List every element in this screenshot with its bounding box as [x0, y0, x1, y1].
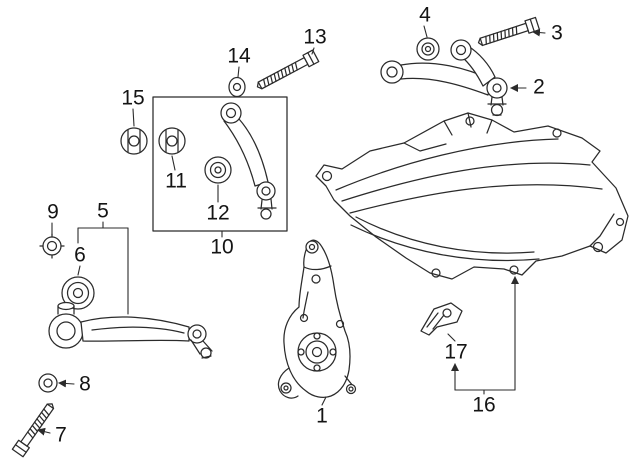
callout-label-5[interactable]: 5: [97, 199, 109, 223]
bushing-6: [61, 276, 95, 310]
callout-label-3[interactable]: 3: [551, 21, 563, 45]
boxed-control-arm: [220, 102, 277, 220]
callout-label-10[interactable]: 10: [210, 235, 234, 259]
lower-control-arm: [48, 301, 213, 359]
subframe-crossmember: [315, 112, 629, 280]
leader-lines: [37, 25, 546, 436]
callout-label-7[interactable]: 7: [55, 423, 67, 447]
callout-label-13[interactable]: 13: [303, 25, 327, 49]
steering-knuckle: [277, 239, 357, 399]
leader-1: [321, 396, 327, 406]
bolt-13: [256, 49, 320, 90]
ribbed-bushing-11: [158, 127, 186, 155]
leader-15: [132, 108, 135, 127]
leader-3: [532, 28, 546, 37]
leader-16: [454, 389, 516, 395]
leader-8: [58, 379, 75, 388]
leader-11: [171, 155, 176, 171]
washer-8: [38, 373, 58, 393]
callout-label-12[interactable]: 12: [206, 201, 230, 225]
callout-label-11[interactable]: 11: [165, 169, 187, 193]
nut-9: [39, 233, 65, 259]
leader-7: [37, 427, 51, 436]
leader-4: [423, 25, 428, 38]
callout-label-17[interactable]: 17: [444, 340, 468, 364]
callout-label-16[interactable]: 16: [472, 393, 496, 417]
callout-label-8[interactable]: 8: [79, 372, 91, 396]
round-bushing-12: [204, 156, 232, 184]
leader-5: [77, 221, 129, 244]
flange-nut-4: [416, 37, 440, 61]
callout-label-15[interactable]: 15: [121, 86, 145, 110]
callout-label-9[interactable]: 9: [47, 200, 59, 224]
callout-label-14[interactable]: 14: [227, 44, 251, 68]
detail-box: [152, 96, 288, 232]
callout-label-4[interactable]: 4: [419, 3, 431, 27]
leader-13: [311, 47, 315, 55]
ribbed-bushing-15: [120, 127, 148, 155]
leader-6: [77, 265, 81, 276]
washer-14: [228, 76, 246, 98]
upper-control-arm: [380, 39, 508, 117]
callout-label-6[interactable]: 6: [74, 243, 86, 267]
callout-label-1[interactable]: 1: [316, 404, 328, 428]
bolt-3: [477, 16, 541, 47]
callout-label-2[interactable]: 2: [533, 75, 545, 99]
mount-bracket: [420, 302, 463, 336]
leader-17: [447, 333, 456, 342]
bolt-7: [11, 403, 55, 458]
leader-14: [237, 66, 240, 78]
